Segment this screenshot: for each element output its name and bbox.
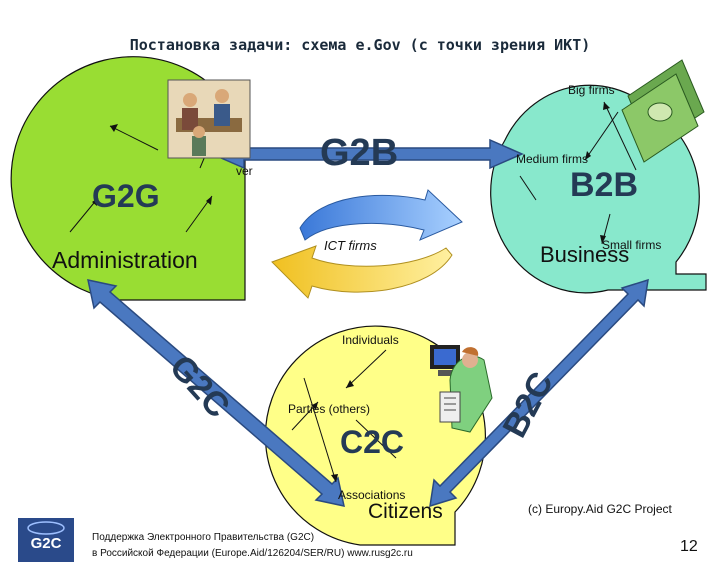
business-label: Business [540,242,630,267]
office-meeting-illustration [167,79,251,159]
ict-firms-label: ICT firms [324,238,377,253]
associations-label: Associations [338,488,406,502]
support-line-1: Поддержка Электронного Правительства (G2… [92,532,315,543]
b2b-sector-label: B2B [570,166,639,204]
c2c-sector-label: C2C [340,424,405,460]
g2c-logo: G2C [18,518,74,562]
small-firms-label: Small firms [602,238,662,252]
parties-label: Parties (others) [288,402,371,416]
money-stack-illustration [621,59,705,163]
person-at-computer-illustration [430,345,493,433]
slide-title: Постановка задачи: схема e.Gov (с точки … [129,36,591,54]
flow-arrows [69,101,637,483]
partial-label: ver [236,164,253,178]
g2g-sector-label: G2G [92,178,160,214]
ict-cycle-arrows [271,189,463,299]
support-line-2: в Российской Федерации (Europe.Aid/12620… [92,548,413,559]
medium-firms-label: Medium firms [516,152,589,166]
big-firms-label: Big firms [568,83,615,97]
flow-arrowheads [92,102,610,482]
g2c-double-arrow [87,279,345,507]
logo-text: G2C [31,535,62,552]
g2b-link-label: G2B [320,132,399,174]
b2c-double-arrow [429,278,649,508]
administration-label: Administration [52,247,198,273]
page-number: 12 [680,538,698,555]
citizens-label: Citizens [368,500,443,523]
individuals-label: Individuals [342,333,399,347]
copyright-label: (c) Europy.Aid G2C Project [528,502,672,516]
